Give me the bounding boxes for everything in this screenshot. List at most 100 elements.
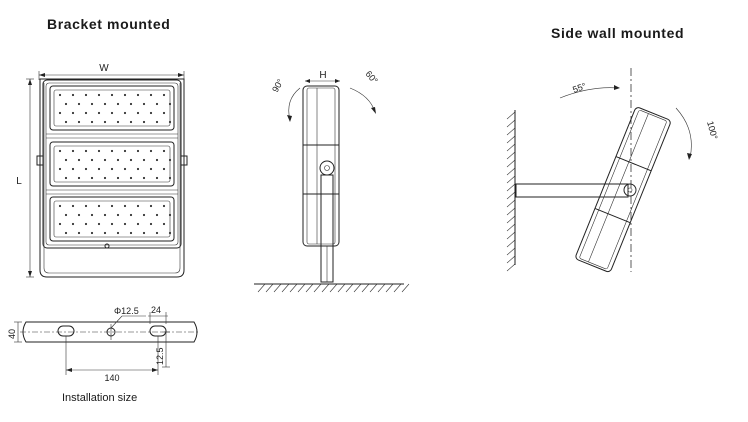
led-dot xyxy=(110,93,114,97)
led-dot xyxy=(142,120,146,124)
led-dot xyxy=(90,102,94,106)
led-dot xyxy=(142,213,146,217)
led-dot xyxy=(149,111,153,115)
led-dot xyxy=(97,222,101,226)
led-dot xyxy=(162,222,166,226)
led-dot xyxy=(129,102,133,106)
led-dot xyxy=(123,167,127,171)
led-dot xyxy=(71,149,75,153)
led-dot xyxy=(168,213,172,217)
led-dot xyxy=(142,231,146,235)
led-dot xyxy=(123,111,127,115)
angle-100-label: 100° xyxy=(705,120,720,141)
side-wall-view: 55° 100° xyxy=(506,68,720,273)
led-dot xyxy=(103,102,107,106)
height-label: H xyxy=(319,70,326,81)
led-dot xyxy=(149,93,153,97)
led-dot xyxy=(116,176,120,180)
led-dot xyxy=(110,204,114,208)
led-dot xyxy=(58,222,62,226)
led-dot xyxy=(116,102,120,106)
led-dot xyxy=(129,158,133,162)
led-dot xyxy=(71,111,75,115)
led-dot xyxy=(84,204,88,208)
led-dot xyxy=(162,204,166,208)
led-dot xyxy=(77,176,81,180)
angle-60-label: 60° xyxy=(363,69,380,86)
length-label: L xyxy=(16,176,22,187)
front-view: W L xyxy=(16,63,188,278)
led-dot xyxy=(90,158,94,162)
led-dot xyxy=(168,176,172,180)
led-dot xyxy=(116,158,120,162)
led-dot xyxy=(116,231,120,235)
led-dot xyxy=(155,102,159,106)
led-dot xyxy=(58,93,62,97)
led-dot xyxy=(129,120,133,124)
led-dot xyxy=(103,231,107,235)
led-dot xyxy=(84,93,88,97)
wall-hatch xyxy=(506,111,516,272)
led-dot xyxy=(123,222,127,226)
led-dot xyxy=(77,102,81,106)
led-dot xyxy=(64,213,68,217)
led-dot xyxy=(110,167,114,171)
led-dot xyxy=(149,204,153,208)
led-dot xyxy=(77,213,81,217)
led-dot xyxy=(84,222,88,226)
led-dot xyxy=(58,167,62,171)
led-dot xyxy=(129,213,133,217)
installation-size-caption: Installation size xyxy=(62,392,138,404)
led-dot xyxy=(110,149,114,153)
led-dot xyxy=(116,120,120,124)
led-dot xyxy=(136,93,140,97)
led-dot xyxy=(162,93,166,97)
led-dot xyxy=(97,167,101,171)
led-dot xyxy=(58,149,62,153)
led-dot xyxy=(142,102,146,106)
led-array xyxy=(58,93,172,235)
led-dot xyxy=(71,222,75,226)
led-dot xyxy=(97,149,101,153)
led-dot xyxy=(64,176,68,180)
led-dot xyxy=(90,231,94,235)
led-dot xyxy=(64,102,68,106)
led-dot xyxy=(155,231,159,235)
led-dot xyxy=(149,167,153,171)
led-dot xyxy=(64,120,68,124)
ground-hatch xyxy=(257,283,410,293)
width-label: W xyxy=(99,63,109,74)
led-dot xyxy=(155,120,159,124)
side-wall-mounted-title: Side wall mounted xyxy=(551,25,685,41)
led-dot xyxy=(136,204,140,208)
led-dot xyxy=(90,176,94,180)
led-dot xyxy=(149,149,153,153)
led-dot xyxy=(84,111,88,115)
led-dot xyxy=(155,176,159,180)
led-dot xyxy=(97,111,101,115)
led-dot xyxy=(58,111,62,115)
led-dot xyxy=(136,111,140,115)
led-dot xyxy=(136,222,140,226)
led-dot xyxy=(58,204,62,208)
led-dot xyxy=(168,120,172,124)
led-dot xyxy=(84,149,88,153)
led-dot xyxy=(123,149,127,153)
led-dot xyxy=(162,149,166,153)
led-dot xyxy=(129,176,133,180)
led-dot xyxy=(84,167,88,171)
hole-diameter-dimension: Φ12.5 xyxy=(114,306,139,316)
slot-width-dimension: 24 xyxy=(151,305,161,315)
spacing-dimension: 140 xyxy=(104,373,119,383)
led-dot xyxy=(71,167,75,171)
led-dot xyxy=(155,158,159,162)
led-dot xyxy=(155,213,159,217)
offset-dimension: 12.5 xyxy=(155,347,165,365)
led-dot xyxy=(168,231,172,235)
led-dot xyxy=(71,93,75,97)
led-dot xyxy=(90,120,94,124)
led-dot xyxy=(162,167,166,171)
led-dot xyxy=(97,93,101,97)
led-dot xyxy=(136,149,140,153)
